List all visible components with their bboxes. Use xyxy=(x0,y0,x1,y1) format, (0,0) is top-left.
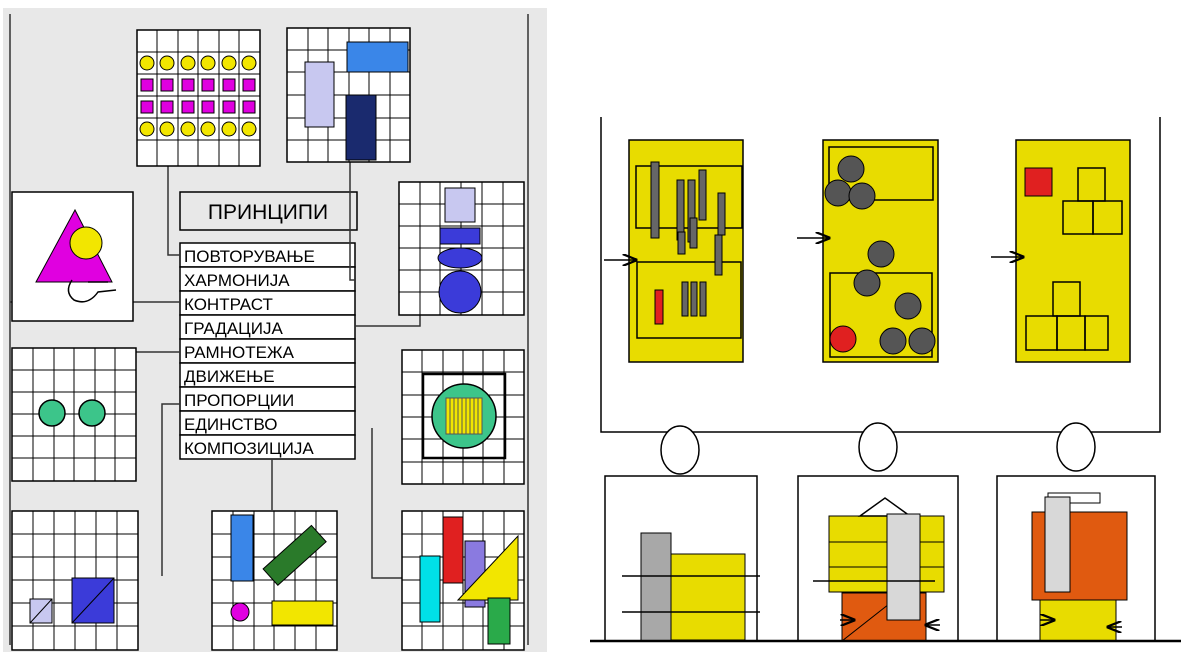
tile-unity xyxy=(212,511,337,650)
principle-unity: ЕДИНСТВО xyxy=(184,415,277,434)
bottom-box-3 xyxy=(997,476,1155,641)
principle-contrast: КОНТРАСТ xyxy=(184,295,273,314)
principles-title: ПРИНЦИПИ xyxy=(208,201,328,224)
heads xyxy=(661,423,1095,474)
tile-composition xyxy=(402,511,524,650)
top-card-3 xyxy=(991,140,1130,362)
principle-movement: ДВИЖЕЊЕ xyxy=(184,367,275,386)
principle-gradation: ГРАДАЦИЈА xyxy=(184,319,283,338)
bottom-box-2 xyxy=(798,476,958,641)
tile-gradation xyxy=(399,182,524,315)
principle-balance: РАМНОТЕЖА xyxy=(184,343,295,362)
tile-harmony xyxy=(287,28,410,162)
tile-repetition xyxy=(137,30,260,166)
left-panel: ПРИНЦИПИ ПОВТОРУВАЊЕ ХАРМОНИЈА КОНТРАСТ … xyxy=(3,8,547,652)
tile-proportions xyxy=(12,511,138,650)
top-card-2 xyxy=(797,140,938,362)
right-panel xyxy=(590,117,1181,641)
principles-list: ПОВТОРУВАЊЕ ХАРМОНИЈА КОНТРАСТ ГРАДАЦИЈА… xyxy=(180,243,355,459)
bottom-box-1 xyxy=(605,476,760,641)
principle-composition: КОМПОЗИЦИЈА xyxy=(184,439,314,458)
top-card-1 xyxy=(604,140,743,362)
tile-movement xyxy=(402,350,524,484)
tile-balance xyxy=(12,348,136,481)
tile-contrast xyxy=(12,192,133,321)
principle-repetition: ПОВТОРУВАЊЕ xyxy=(184,247,315,266)
principle-harmony: ХАРМОНИЈА xyxy=(184,271,290,290)
principle-proportions: ПРОПОРЦИИ xyxy=(184,391,294,410)
